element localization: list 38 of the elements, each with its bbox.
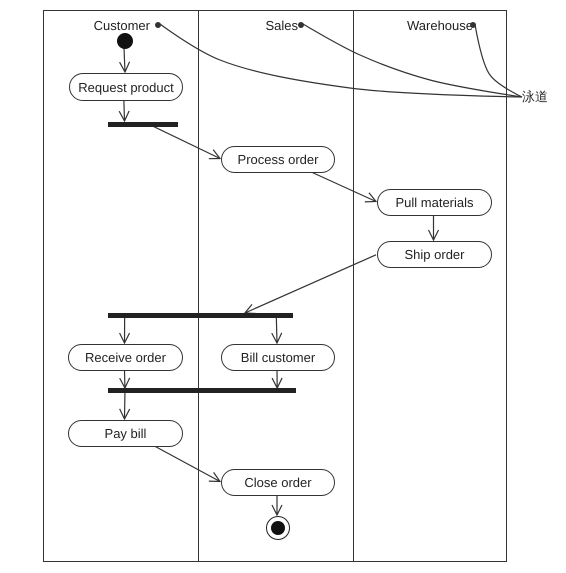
leader-line xyxy=(160,24,522,98)
arrow xyxy=(119,392,130,420)
arrow xyxy=(428,215,440,241)
arrow xyxy=(271,495,283,516)
arrow xyxy=(244,254,376,314)
action-node: Close order xyxy=(221,469,335,496)
lane-title: Customer xyxy=(94,18,150,33)
leader-line xyxy=(474,24,522,98)
action-node: Pull materials xyxy=(377,189,492,216)
action-node: Ship order xyxy=(377,241,492,268)
arrow xyxy=(272,370,283,389)
arrow xyxy=(118,100,130,122)
arrow xyxy=(271,318,282,344)
callout-label: 泳道 xyxy=(522,88,552,106)
fork-join-bar xyxy=(108,388,296,393)
fork-join-bar xyxy=(108,313,293,318)
swimlane xyxy=(198,10,354,562)
swimlane xyxy=(43,10,199,562)
start-node xyxy=(117,33,133,49)
arrow xyxy=(118,318,130,344)
arrow xyxy=(310,171,377,202)
end-node xyxy=(266,516,290,540)
fork-join-bar xyxy=(108,122,178,127)
leader-dot xyxy=(155,22,161,28)
lane-title: Sales xyxy=(265,18,298,33)
leader-dot xyxy=(298,22,304,28)
leader-line xyxy=(302,23,522,98)
arrow xyxy=(152,125,221,160)
lane-title: Warehouse xyxy=(407,18,473,33)
action-node: Request product xyxy=(69,73,183,101)
action-node: Receive order xyxy=(68,344,183,371)
arrow xyxy=(119,48,130,73)
swimlane xyxy=(353,10,507,562)
action-node: Pay bill xyxy=(68,420,183,447)
action-node: Process order xyxy=(221,146,335,173)
action-node: Bill customer xyxy=(221,344,335,371)
arrow xyxy=(154,445,221,482)
arrow xyxy=(119,370,130,389)
